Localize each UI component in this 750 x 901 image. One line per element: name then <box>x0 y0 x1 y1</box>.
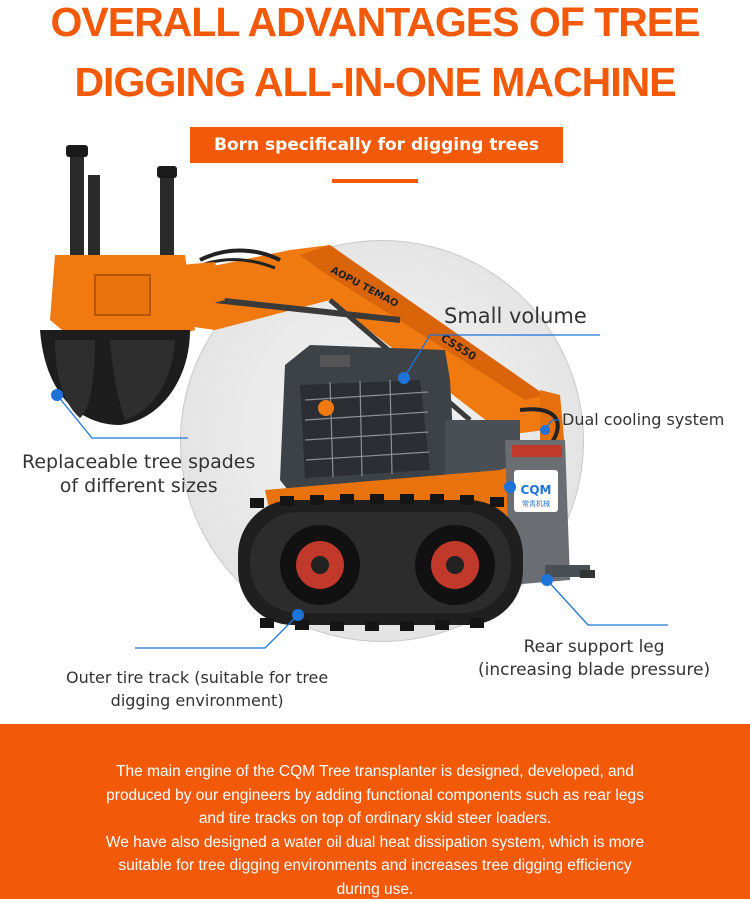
callout-dot-dual-cooling <box>540 425 550 435</box>
callout-label-small-volume: Small volume <box>444 304 587 328</box>
callout-label-rear-leg: Rear support leg (increasing blade press… <box>478 636 710 682</box>
footer-line: produced by our engineers by adding func… <box>40 784 710 808</box>
callout-label-rear-leg-line1: Rear support leg <box>478 636 710 659</box>
footer-description: The main engine of the CQM Tree transpla… <box>40 760 710 901</box>
callout-label-dual-cooling: Dual cooling system <box>562 410 724 429</box>
callout-dot-rear-leg <box>541 574 553 586</box>
callout-dot-tree-spades <box>51 389 63 401</box>
callout-label-rear-leg-line2: (increasing blade pressure) <box>478 659 710 682</box>
footer-line: suitable for tree digging environments a… <box>40 854 710 878</box>
callout-label-tree-spades: Replaceable tree spades of different siz… <box>22 450 255 498</box>
tree-digger-machine-illustration: AOPU TEMAO CS550 CQM 常青机械 <box>0 0 750 720</box>
body-brand-logo-text: CQM <box>521 483 552 497</box>
callout-dot-small-volume <box>398 372 410 384</box>
body-brand-sub-text: 常青机械 <box>522 499 550 508</box>
footer-line: and tire tracks on top of ordinary skid … <box>40 807 710 831</box>
footer-line: The main engine of the CQM Tree transpla… <box>40 760 710 784</box>
tree-spade-attachment <box>40 145 225 425</box>
callout-label-tree-spades-line1: Replaceable tree spades <box>22 450 255 474</box>
callout-dot-engine <box>504 481 516 493</box>
callout-label-track-line2: digging environment) <box>66 689 328 712</box>
footer-banner: The main engine of the CQM Tree transpla… <box>0 724 750 899</box>
callout-label-tree-spades-line2: of different sizes <box>22 474 255 498</box>
footer-line: during use. <box>40 878 710 901</box>
track-assembly <box>238 494 523 631</box>
callout-dot-track <box>292 609 304 621</box>
callout-label-track-line1: Outer tire track (suitable for tree <box>66 666 328 689</box>
callout-label-track: Outer tire track (suitable for tree digg… <box>66 666 328 712</box>
footer-line: We have also designed a water oil dual h… <box>40 831 710 855</box>
rear-support-leg <box>545 565 595 578</box>
